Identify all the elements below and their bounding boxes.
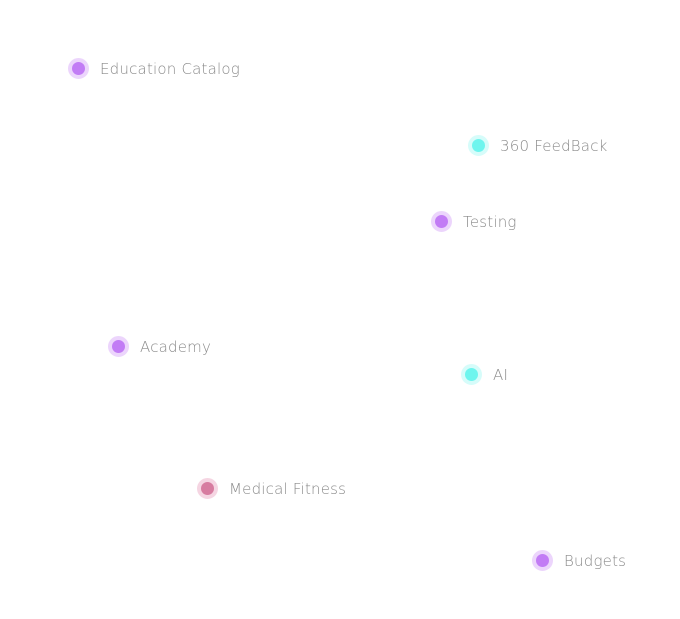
node-dot-icon [461, 364, 482, 385]
node-label: Budgets [564, 551, 627, 570]
node-education-catalog[interactable]: Education Catalog [68, 58, 240, 79]
node-academy[interactable]: Academy [108, 336, 211, 357]
node-label: Testing [463, 212, 517, 231]
node-budgets[interactable]: Budgets [532, 550, 626, 571]
node-dot-icon [468, 135, 489, 156]
node-testing[interactable]: Testing [431, 211, 517, 232]
node-ai[interactable]: AI [461, 364, 508, 385]
node-dot-icon [197, 478, 218, 499]
node-dot-icon [68, 58, 89, 79]
node-label: Medical Fitness [229, 479, 347, 498]
node-dot-icon [532, 550, 553, 571]
node-medical-fitness[interactable]: Medical Fitness [197, 478, 346, 499]
node-dot-icon [108, 336, 129, 357]
node-360-feedback[interactable]: 360 FeedBack [468, 135, 608, 156]
node-label: Education Catalog [100, 59, 240, 78]
node-dot-icon [431, 211, 452, 232]
node-label: 360 FeedBack [500, 136, 608, 155]
node-label: Academy [140, 337, 212, 356]
node-label: AI [493, 365, 509, 384]
